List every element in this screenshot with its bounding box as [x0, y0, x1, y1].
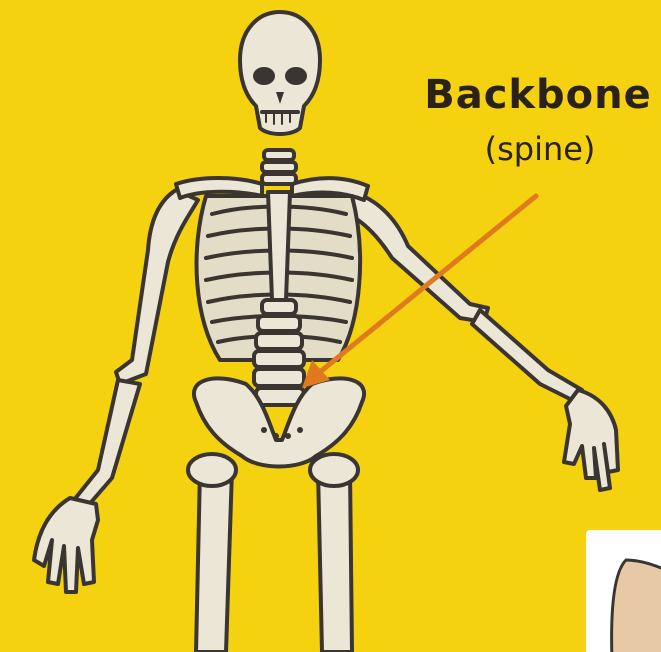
left-leg: [188, 454, 236, 652]
left-arm: [34, 190, 198, 592]
corner-figure-fragment: [586, 530, 661, 652]
right-leg: [310, 454, 358, 652]
skull: [240, 12, 320, 134]
corner-card: [586, 530, 661, 652]
spine-sublabel: (spine): [430, 130, 650, 168]
neck: [262, 150, 296, 184]
spine: [254, 300, 304, 405]
backbone-label: Backbone: [418, 72, 658, 118]
